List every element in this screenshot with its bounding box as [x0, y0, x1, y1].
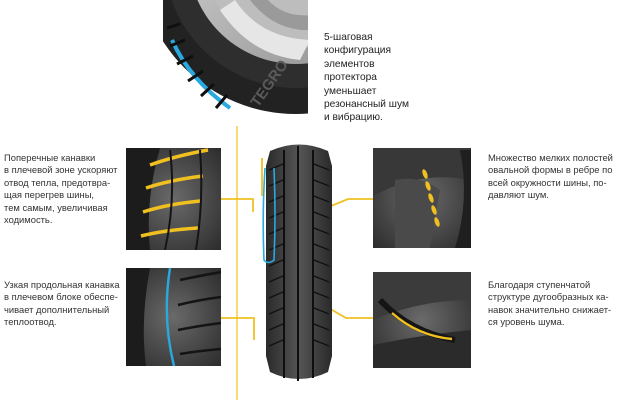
panel-oval-cavities — [373, 148, 471, 248]
stepped-groove-highlight — [391, 312, 453, 341]
panel-transverse-grooves — [126, 148, 221, 250]
oval-cavity-marks — [422, 169, 440, 227]
tire-blue-outline — [262, 167, 276, 264]
panel-stepped-grooves — [373, 272, 471, 368]
callout-tread-configuration: 5-шаговая конфигурация элементов протект… — [324, 32, 409, 124]
tire-tread-front — [262, 144, 332, 381]
callout-stepped-grooves: Благодаря ступенчатой структуре дугообра… — [488, 279, 612, 328]
callout-transverse-grooves: Поперечные канавки в плечевой зоне ускор… — [4, 152, 118, 226]
callout-oval-cavities: Множество мелких полостей овальной формы… — [488, 152, 613, 201]
panel-tread-configuration: TEGRO — [163, 0, 308, 126]
panel-longitudinal-groove — [126, 268, 221, 366]
tread-sipes — [268, 163, 330, 347]
callout-longitudinal-groove: Узкая продольная канавка в плечевом блок… — [4, 279, 120, 328]
longitudinal-groove-accent — [165, 268, 176, 366]
